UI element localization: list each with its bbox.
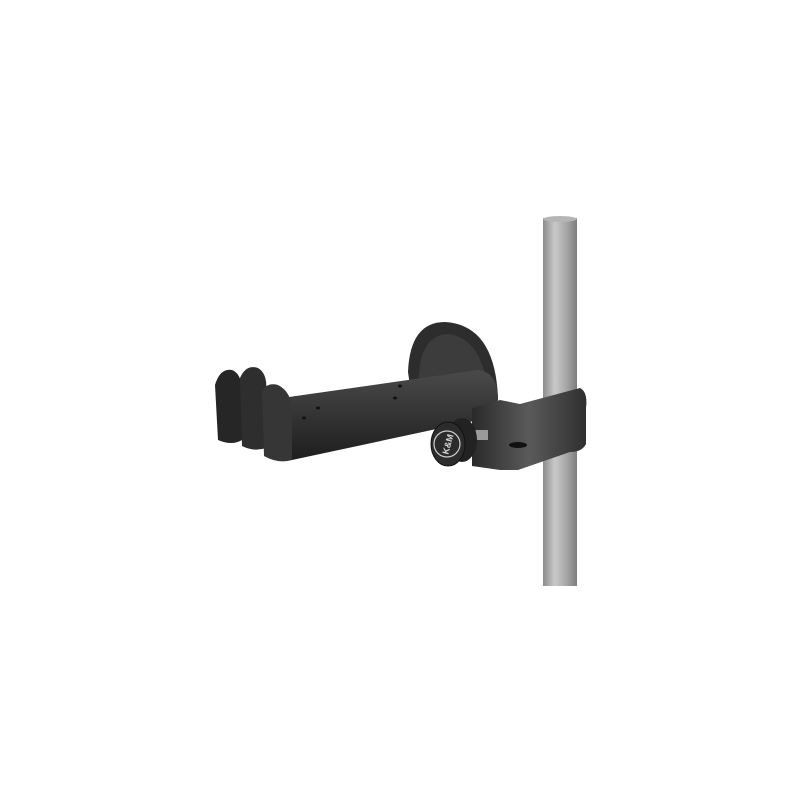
- holder-tray: [266, 370, 498, 461]
- pole-clamp: [472, 388, 587, 470]
- holder-front-prongs: [215, 367, 292, 462]
- thumbscrew-knob: K&M: [430, 418, 488, 467]
